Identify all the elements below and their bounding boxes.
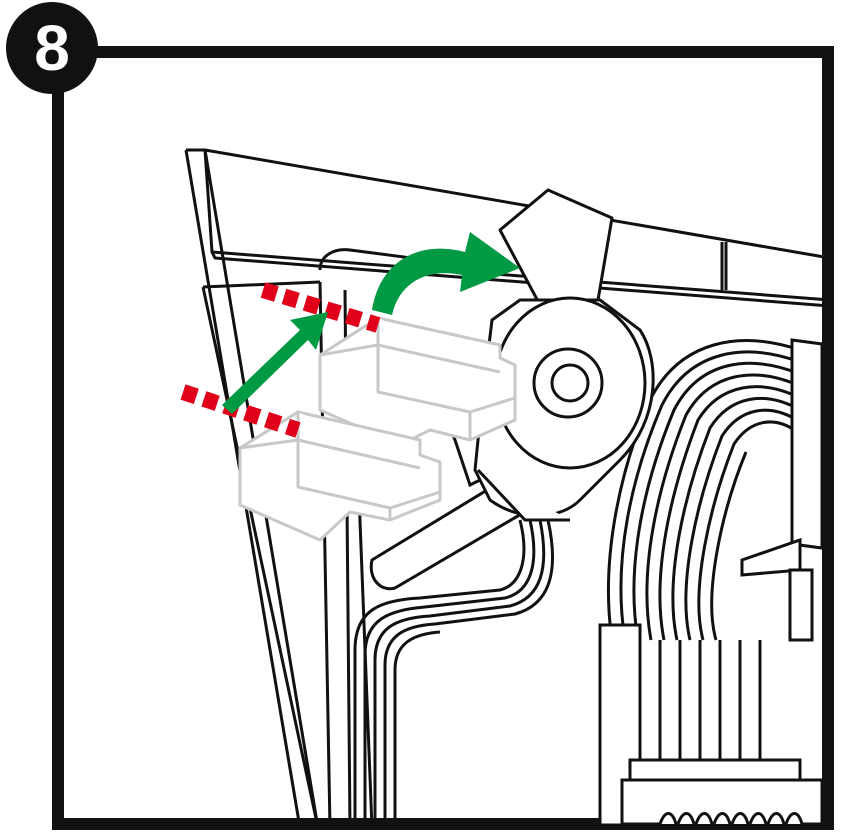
hinge-pin-inner [550, 363, 590, 403]
insert-arrow-icon [222, 312, 328, 414]
bottom-connector [598, 623, 824, 827]
connector-lower [238, 410, 442, 542]
step-number: 8 [34, 12, 70, 84]
alignment-guides [180, 282, 381, 438]
cable-bundle-left [353, 519, 555, 828]
motion-arrows [222, 232, 520, 414]
guide-line-lower [180, 384, 301, 438]
step-badge: 8 [6, 2, 98, 94]
rotate-arrow-icon [372, 232, 520, 315]
side-bracket [740, 338, 824, 642]
step-frame [52, 46, 834, 830]
guide-line-upper [260, 282, 381, 333]
hinge-latch [473, 188, 655, 522]
connector-upper [318, 316, 517, 447]
cable-bundle-right [606, 339, 801, 760]
